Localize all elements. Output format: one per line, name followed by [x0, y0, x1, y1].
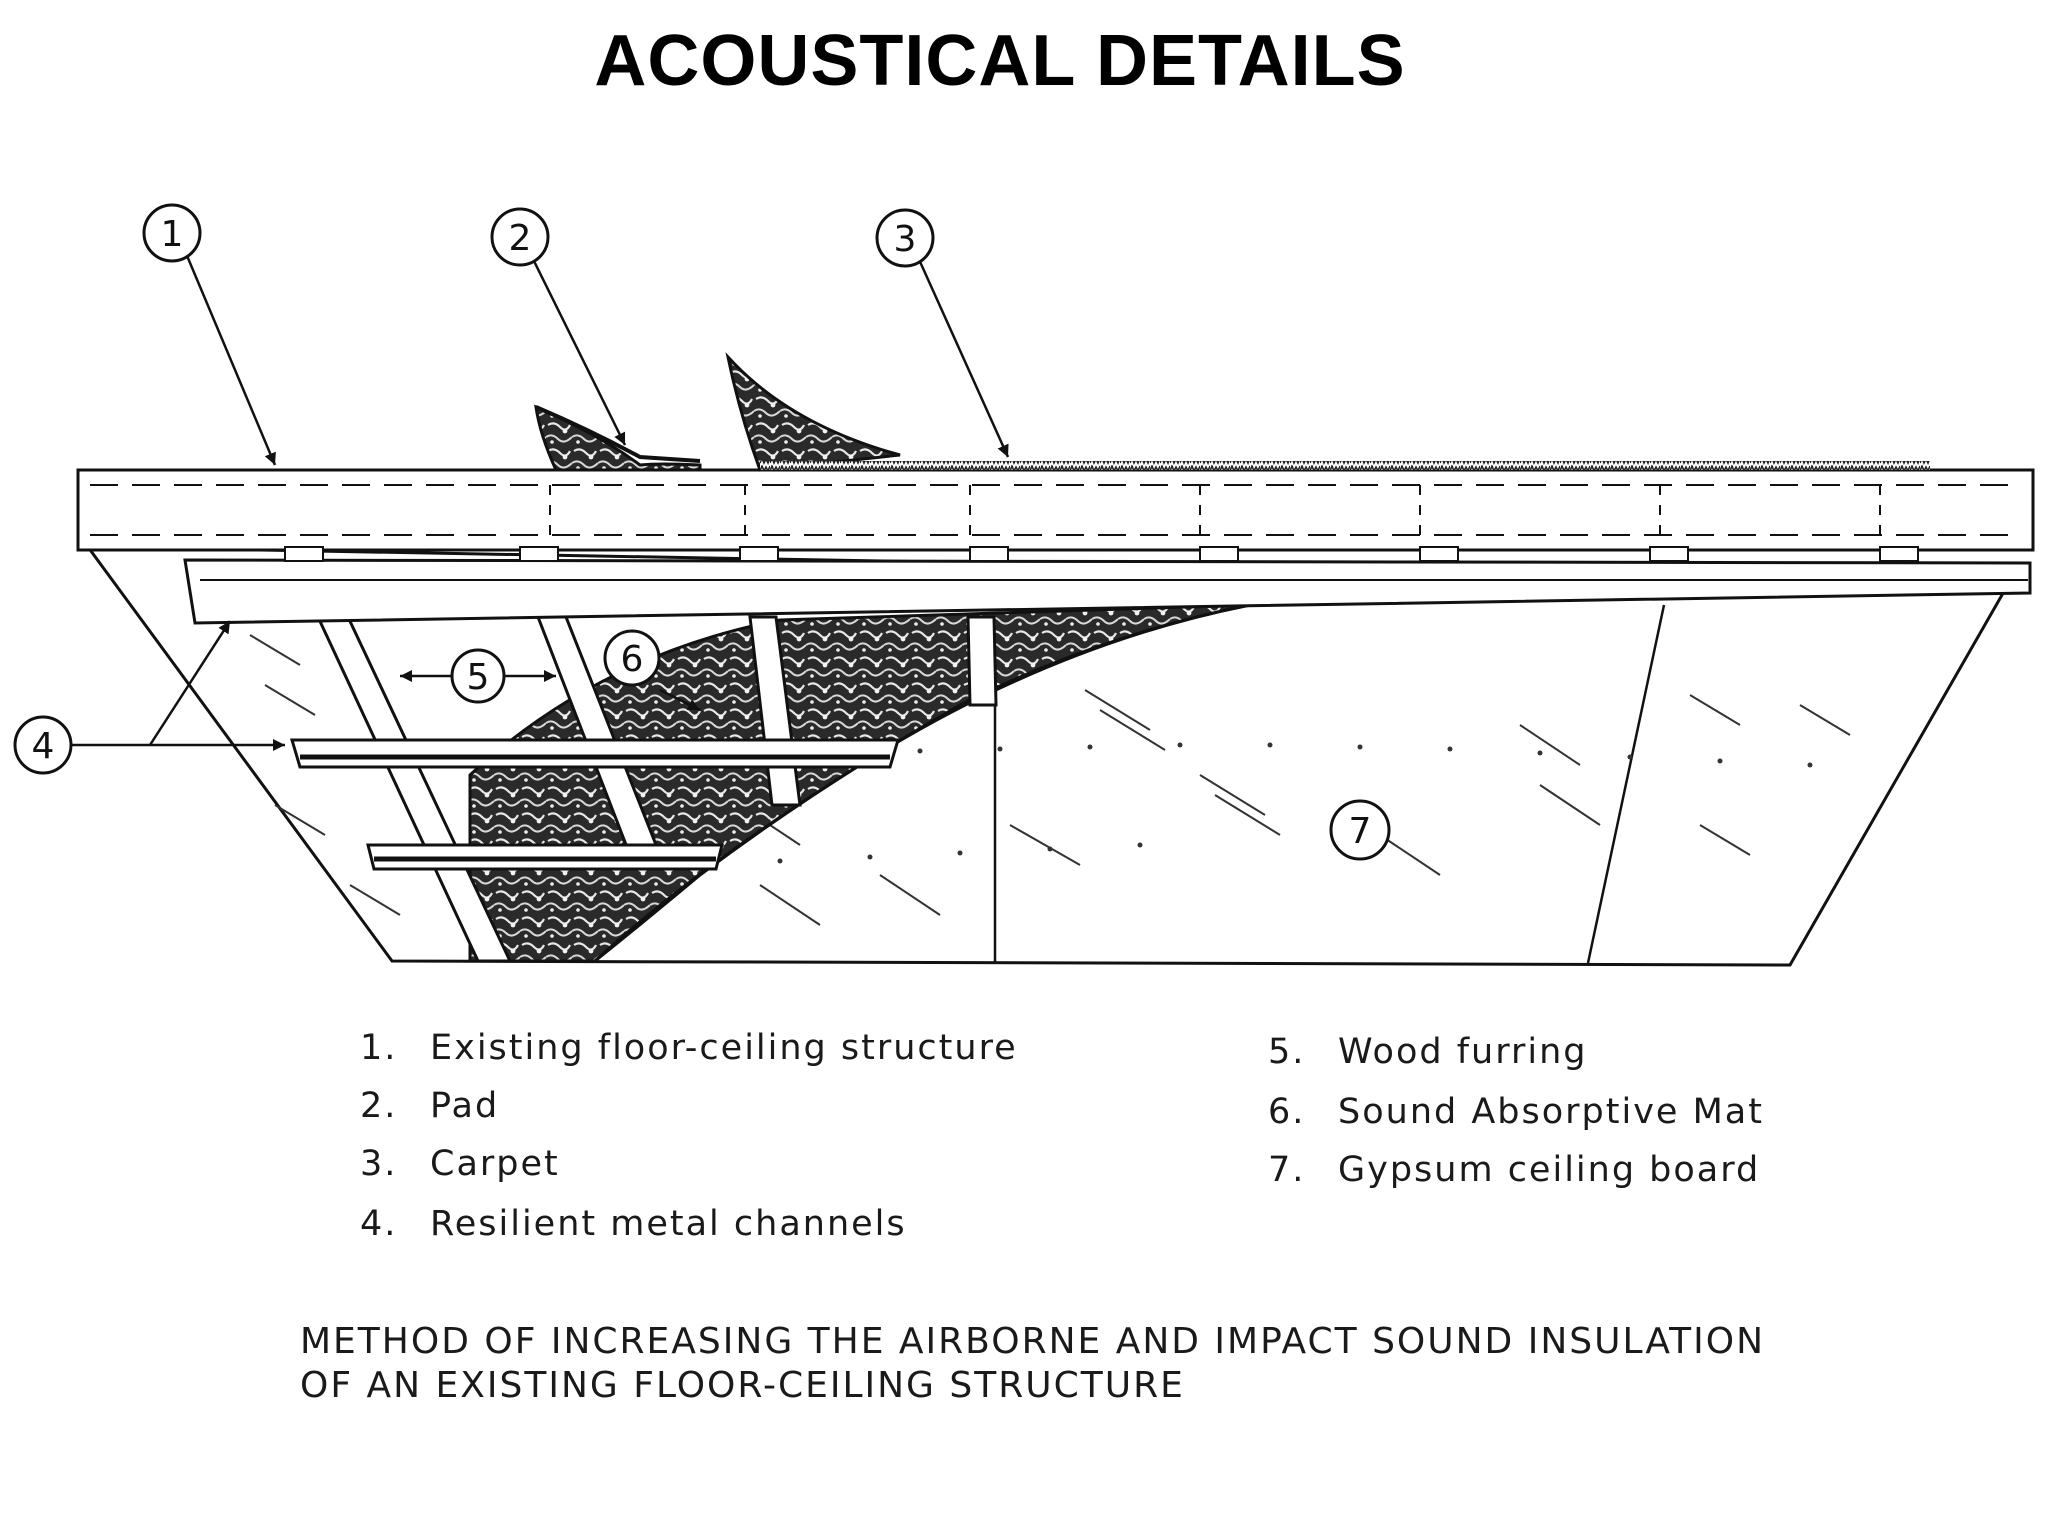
carpet: [725, 351, 1930, 472]
page-title: ACOUSTICAL DETAILS: [594, 21, 1406, 101]
legend-item: 3.Carpet: [360, 1144, 560, 1184]
svg-text:3: 3: [894, 219, 917, 260]
legend-item: 4.Resilient metal channels: [360, 1204, 907, 1244]
legend-label: Gypsum ceiling board: [1338, 1150, 1761, 1190]
callout-2: 2: [490, 207, 550, 267]
upper-channel: [183, 558, 2032, 625]
svg-text:1: 1: [161, 214, 184, 255]
legend-item: 7.Gypsum ceiling board: [1268, 1150, 1761, 1190]
legend-item: 5.Wood furring: [1268, 1032, 1588, 1072]
callout-7: 7: [1329, 799, 1391, 861]
legend-item: 1.Existing floor-ceiling structure: [360, 1028, 1018, 1068]
caption-line-2: OF AN EXISTING FLOOR-CEILING STRUCTURE: [300, 1365, 1185, 1406]
svg-text:6: 6: [621, 639, 644, 680]
callout-1: 1: [142, 203, 202, 263]
callout-3: 3: [875, 208, 935, 268]
legend-label: Carpet: [430, 1144, 560, 1184]
svg-text:2: 2: [509, 218, 532, 259]
legend-label: Pad: [430, 1086, 500, 1126]
legend-item: 2.Pad: [360, 1086, 500, 1126]
callout-6: 6: [603, 629, 661, 687]
svg-text:7: 7: [1349, 811, 1372, 852]
legend-label: Sound Absorptive Mat: [1338, 1092, 1764, 1132]
legend-label: Wood furring: [1338, 1032, 1588, 1072]
legend-item: 6.Sound Absorptive Mat: [1268, 1092, 1764, 1132]
caption-line-1: METHOD OF INCREASING THE AIRBORNE AND IM…: [300, 1321, 1766, 1362]
callout-5: 5: [450, 648, 506, 704]
pad: [534, 404, 702, 472]
floor-ceiling-structure: [76, 468, 2035, 562]
svg-text:5: 5: [467, 657, 490, 698]
resilient-metal-channels: [289, 738, 901, 871]
legend-label: Resilient metal channels: [430, 1204, 907, 1244]
svg-text:4: 4: [32, 726, 55, 767]
legend-label: Existing floor-ceiling structure: [430, 1028, 1018, 1068]
callout-4: 4: [13, 715, 73, 775]
figure-caption: METHOD OF INCREASING THE AIRBORNE AND IM…: [300, 1320, 2020, 1408]
leader-lines: [70, 250, 1010, 751]
floor-ceiling-diagram: 1 2 3 4 5 6 7: [13, 203, 2035, 967]
